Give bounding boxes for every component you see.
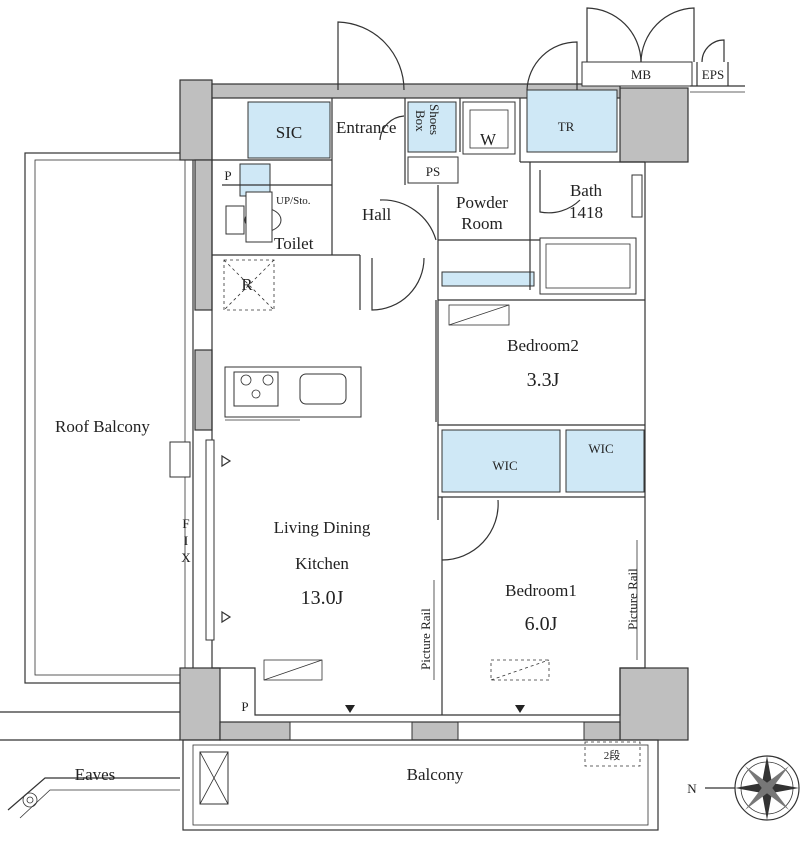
mb-label: MB [631,67,652,82]
washer-label: W [480,130,497,149]
tr-label: TR [558,119,575,134]
interior-doors [371,115,643,561]
eps-label: EPS [702,67,724,82]
vents [221,304,550,713]
entrance-label: Entrance [336,118,396,137]
picture-rail-left-label: Picture Rail [418,608,433,670]
bedroom1-label: Bedroom1 [505,581,577,600]
fix-label-2: I [184,533,188,548]
entry-doors [337,7,745,93]
step-label: 2段 [604,748,621,762]
bath-size-label: 1418 [569,203,603,222]
bedroom2-size-label: 3.3J [527,369,560,391]
powder-room-label-2: Room [461,214,503,233]
hall-label: Hall [362,205,392,224]
p-top-label: P [224,168,231,183]
windows [205,439,585,741]
bath-label: Bath [570,181,603,200]
ps-label: PS [426,164,440,179]
ldk-label-2: Kitchen [295,554,349,573]
roof-balcony-label: Roof Balcony [55,417,150,436]
room-labels: Roof Balcony SIC Entrance Shoes Box W TR… [55,67,724,796]
balcony-label: Balcony [407,765,464,784]
shoes-box-label-2: Box [413,110,428,132]
toilet-label: Toilet [274,234,314,253]
refrigerator-label: R [241,275,253,294]
fix-label-1: F [182,516,189,531]
eaves-label: Eaves [75,765,116,784]
sic-label: SIC [276,123,302,142]
toilet-fixture [225,191,282,243]
bedroom2-label: Bedroom2 [507,336,579,355]
picture-rail-right-label: Picture Rail [625,568,640,630]
up-sto-label: UP/Sto. [276,195,311,207]
wic-1-label: WIC [492,458,517,473]
p-bottom-label: P [241,699,248,714]
wic-2-label: WIC [588,441,613,456]
ldk-label-1: Living Dining [274,518,371,537]
balcony-area [0,711,659,831]
fix-label-3: X [181,550,191,565]
kitchen-counter [224,366,362,421]
storage-areas [239,89,645,493]
interior-outline [211,98,646,716]
powder-room-label-1: Powder [456,193,508,212]
shoes-box-label-1: Shoes [427,104,442,135]
refrigerator-space [223,259,275,311]
roof-balcony-area [24,152,194,684]
bedroom1-size-label: 6.0J [525,613,558,635]
compass-north-label: N [687,781,697,796]
partitions [212,98,645,715]
ldk-size-label: 13.0J [301,587,344,609]
compass-icon [705,755,800,821]
